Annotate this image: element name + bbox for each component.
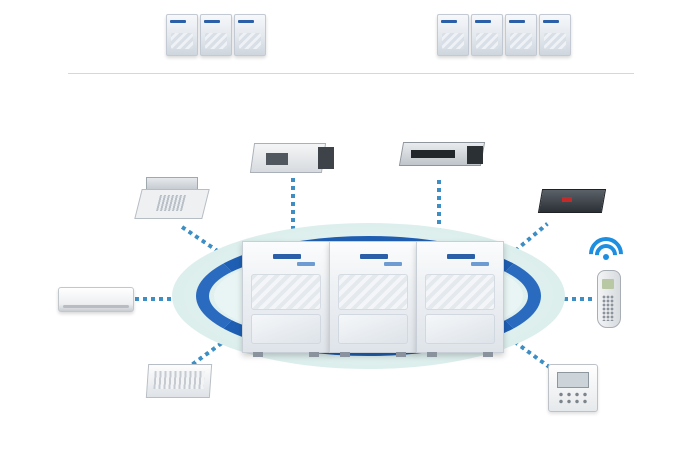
section-divider [68,73,634,74]
connector-duct-slim [437,180,441,232]
front-panel [338,314,408,344]
front-panel [425,314,495,344]
outdoor-module [539,14,571,56]
brand-logo-icon [360,254,388,259]
outdoor-module [471,14,503,56]
main-outdoor-module [329,241,417,357]
high-static-duct-icon [249,137,334,173]
main-outdoor-module [242,241,330,357]
outdoor-module [200,14,232,56]
wifi-icon [581,229,631,279]
outdoor-module [234,14,266,56]
fan-grille [425,274,495,310]
floor-ceiling-unit-icon [145,364,213,398]
fan-grille [338,274,408,310]
cassette-unit-icon [134,177,210,219]
main-outdoor-module [416,241,504,357]
brand-logo-icon [273,254,301,259]
wall-mounted-unit-icon [58,287,134,312]
outdoor-unit-3-module [166,14,266,56]
wifi-remote-icon [597,270,621,328]
outdoor-module [505,14,537,56]
connector-wall-mounted [135,297,185,301]
brand-logo-icon [447,254,475,259]
outdoor-module [437,14,469,56]
connector-duct-high-static [291,178,295,232]
slim-duct-icon [398,138,486,172]
outdoor-unit-4-module [437,14,571,56]
front-panel [251,314,321,344]
compact-duct-icon [537,187,607,215]
fan-grille [251,274,321,310]
connector-remote [548,297,592,301]
wired-controller-icon [548,364,598,412]
outdoor-module [166,14,198,56]
